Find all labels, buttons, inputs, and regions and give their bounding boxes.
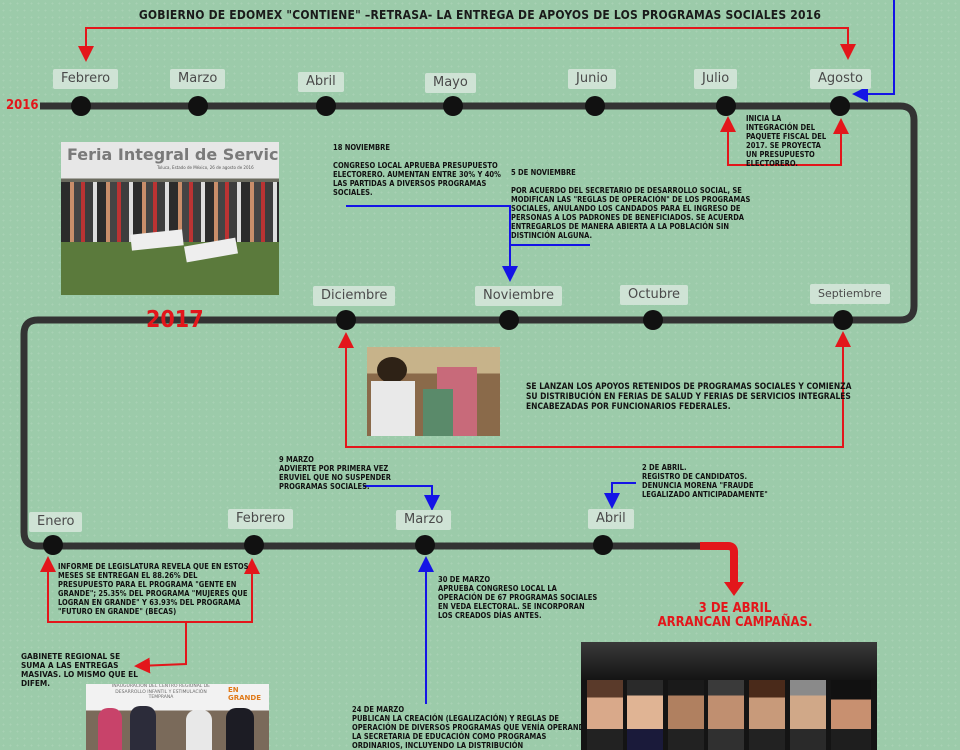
centro-photo-person	[130, 706, 156, 750]
year-2017-label: 2017	[146, 307, 204, 333]
candidate-face	[668, 680, 704, 750]
month-julio-2016: Julio	[694, 69, 738, 89]
month-agosto-2016: Agosto	[810, 69, 871, 89]
month-abril-2016: Abril	[298, 72, 344, 92]
reparto-photo-person	[423, 389, 453, 436]
feria-photo: Feria Integral de Servicios Toluca, Esta…	[61, 142, 279, 295]
centro-photo-logo: EN GRANDE	[228, 686, 262, 702]
timeline-dot	[499, 310, 519, 330]
centro-photo-person	[226, 708, 254, 750]
month-junio-2016: Junio	[568, 69, 616, 89]
timeline-dot	[336, 310, 356, 330]
campaign-start-label: 3 DE ABRIL ARRANCAN CAMPAÑAS.	[650, 602, 820, 630]
campaign-date: 3 DE ABRIL	[698, 601, 772, 616]
reparto-photo	[367, 347, 500, 436]
timeline-dot	[316, 96, 336, 116]
month-febrero-2017: Febrero	[228, 509, 294, 529]
feria-photo-subtitle: Toluca, Estado de México, 26 de agosto d…	[157, 165, 254, 170]
year-2016-label: 2016	[6, 98, 39, 113]
candidate-face	[831, 680, 871, 750]
centro-photo: INAUGURACIÓN DEL CENTRO REGIONAL DE DESA…	[86, 684, 269, 750]
reparto-photo-person	[377, 357, 407, 383]
month-marzo-2017: Marzo	[396, 510, 452, 530]
note-18-noviembre: 18 NOVIEMBRE CONGRESO LOCAL APRUEBA PRES…	[333, 143, 501, 197]
note-gabinete: GABINETE REGIONAL SE SUMA A LAS ENTREGAS…	[21, 651, 138, 688]
candidate-face	[790, 680, 826, 750]
month-marzo-2016: Marzo	[170, 69, 226, 89]
candidate-face	[587, 680, 623, 750]
month-mayo-2016: Mayo	[425, 73, 476, 93]
note-30-marzo: 30 DE MARZO APRUEBA CONGRESO LOCAL LA OP…	[438, 575, 598, 620]
note-24-marzo: 24 DE MARZO PUBLICAN LA CREACIÓN (LEGALI…	[352, 705, 590, 750]
timeline-dot	[716, 96, 736, 116]
campaign-arrow-head	[724, 582, 744, 596]
month-diciembre-2016: Diciembre	[313, 286, 396, 306]
candidate-face	[627, 680, 663, 750]
candidate-face	[749, 680, 785, 750]
note-julio: INICIA LA INTEGRACIÓN DEL PAQUETE FISCAL…	[746, 114, 827, 168]
note-5-noviembre: 5 DE NOVIEMBRE POR ACUERDO DEL SECRETARI…	[511, 168, 751, 240]
month-noviembre-2016: Noviembre	[475, 286, 562, 306]
centro-photo-person	[98, 708, 122, 750]
note-2-abril: 2 DE ABRIL. REGISTRO DE CANDIDATOS. DENU…	[642, 463, 768, 499]
timeline-dot	[188, 96, 208, 116]
candidatos-photo	[581, 642, 877, 750]
timeline-dot	[71, 96, 91, 116]
month-octubre-2016: Octubre	[620, 285, 689, 305]
reparto-photo-person	[371, 381, 415, 436]
month-septiembre-2016: Septiembre	[810, 284, 890, 304]
timeline-dot	[830, 96, 850, 116]
timeline-dot	[643, 310, 663, 330]
timeline-dot	[593, 535, 613, 555]
timeline-dot	[585, 96, 605, 116]
page-title: GOBIERNO DE EDOMEX "CONTIENE" –RETRASA- …	[138, 8, 822, 22]
timeline-dot	[244, 535, 264, 555]
note-9-marzo: 9 MARZO ADVIERTE POR PRIMERA VEZ ERUVIEL…	[279, 455, 391, 491]
timeline-dot	[443, 96, 463, 116]
note-informe-legislatura: INFORME DE LEGISLATURA REVELA QUE EN EST…	[58, 562, 249, 616]
campaign-text: ARRANCAN CAMPAÑAS.	[657, 615, 813, 630]
centro-photo-banner: INAUGURACIÓN DEL CENTRO REGIONAL DE DESA…	[111, 684, 211, 700]
month-febrero-2016: Febrero	[53, 69, 119, 89]
month-abril-2017: Abril	[588, 509, 634, 529]
centro-photo-person	[186, 710, 212, 750]
candidatos-photo-top	[581, 642, 877, 680]
candidate-face	[708, 680, 744, 750]
month-enero-2017: Enero	[29, 512, 83, 532]
timeline-track	[20, 102, 918, 550]
note-septiembre: SE LANZAN LOS APOYOS RETENIDOS DE PROGRA…	[526, 381, 852, 411]
timeline-dot	[43, 535, 63, 555]
feria-photo-title: Feria Integral de Servicios	[67, 145, 279, 164]
timeline-dot	[415, 535, 435, 555]
campaign-arrow-stem	[700, 542, 738, 585]
timeline-dot	[833, 310, 853, 330]
